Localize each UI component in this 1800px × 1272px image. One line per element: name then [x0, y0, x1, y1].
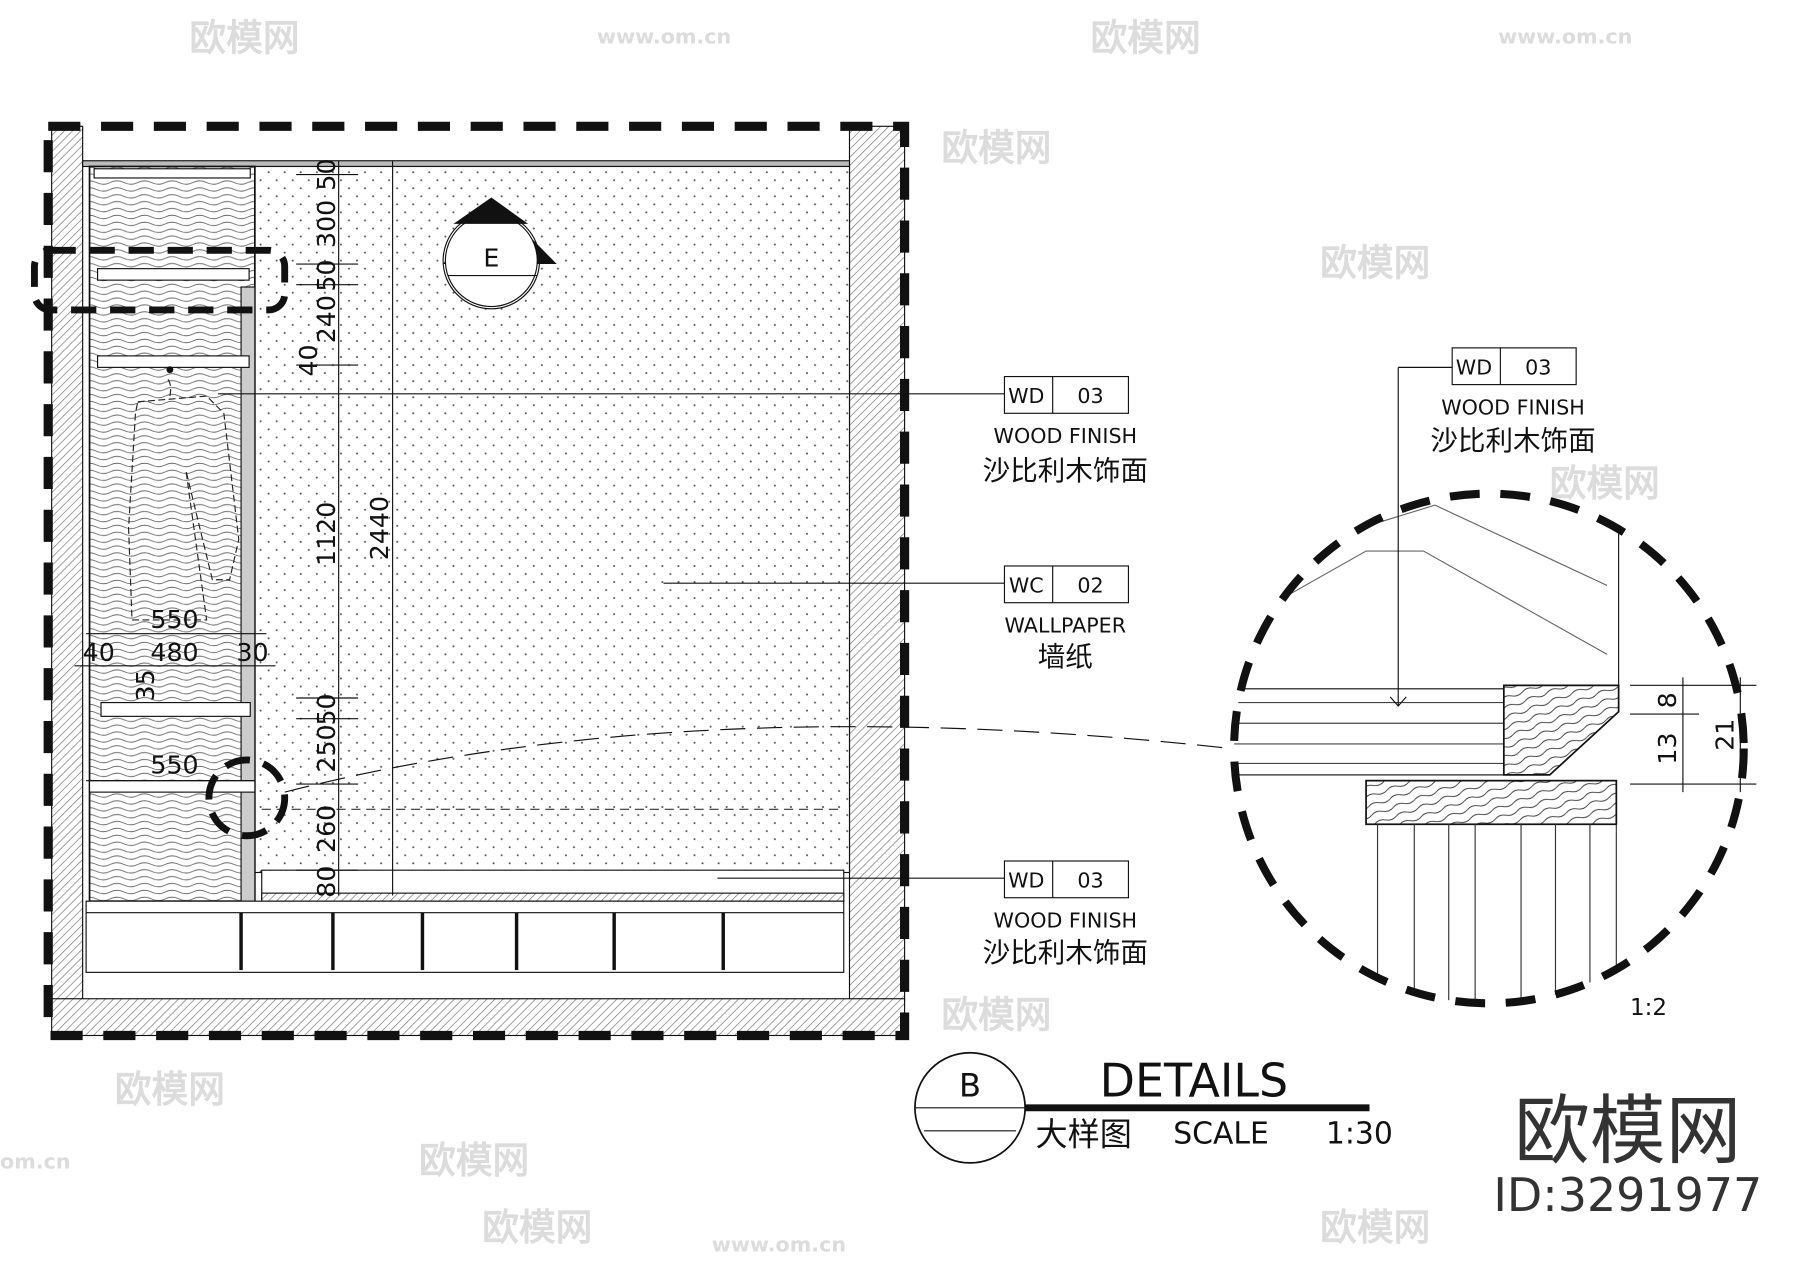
watermark-brand: 欧模网: [1320, 242, 1430, 285]
wallpaper-panel: [254, 165, 851, 874]
dimension-label: 550: [150, 605, 198, 634]
callout-label-en: WOOD FINISH: [1441, 395, 1585, 419]
scale-value: 1:30: [1326, 1116, 1393, 1151]
watermark-brand: 欧模网: [941, 127, 1051, 170]
callout-label-cn: 沙比利木饰面: [1430, 425, 1595, 457]
dimension-label: 250: [312, 724, 341, 772]
title-text: DETAILS: [1100, 1053, 1288, 1107]
wall-section: [51, 125, 906, 1037]
detail-dimension-label: 13: [1653, 732, 1682, 764]
dimension-label: 50: [312, 693, 341, 725]
detail-dimension-label: 8: [1653, 692, 1682, 708]
callout-wood-finish-1: WD 03 WOOD FINISH 沙比利木饰面: [983, 375, 1148, 487]
callout-code: WC: [1009, 573, 1044, 597]
watermark-brand: 欧模网: [419, 1139, 529, 1182]
callout-code: WD: [1008, 384, 1044, 408]
callout-number: 02: [1077, 573, 1103, 597]
wardrobe: [88, 165, 256, 903]
watermark-brand: 欧模网: [941, 993, 1051, 1036]
callout-label-en: WOOD FINISH: [994, 909, 1138, 933]
callout-wood-finish-2: WD 03 WOOD FINISH 沙比利木饰面: [983, 860, 1148, 969]
shelf: [100, 702, 251, 717]
dimension-label: 550: [150, 751, 198, 780]
hanging-coat-icon: [127, 378, 240, 621]
detail-callout: WD 03 WOOD FINISH 沙比利木饰面: [1430, 347, 1596, 457]
watermark-brand: 欧模网: [189, 17, 299, 60]
section-marker: E: [442, 197, 557, 310]
title-letter: B: [959, 1066, 981, 1104]
dimension-label: 50: [312, 158, 341, 190]
dimension-label: 480: [150, 638, 198, 667]
bench: [85, 869, 845, 973]
shelf-highlight-outline: [30, 246, 289, 314]
watermark-url: www.om.cn: [1498, 25, 1632, 49]
shelf: [88, 780, 256, 793]
callout-label-cn: 墙纸: [1038, 641, 1093, 673]
watermark-layer: 欧模网 www.om.cn 欧模网 www.om.cn 欧模网 欧模网 欧模网 …: [0, 17, 1660, 1257]
watermark-url: om.cn: [0, 1150, 71, 1174]
dimension-label: 30: [236, 638, 268, 667]
callout-code: WD: [1456, 355, 1492, 379]
watermark-brand: 欧模网: [1091, 17, 1201, 60]
detail-boundary: [43, 121, 910, 1041]
watermark-brand: 欧模网: [1550, 462, 1660, 505]
logo-brand: 欧模网: [1514, 1087, 1741, 1175]
callout-label-cn: 沙比利木饰面: [983, 937, 1148, 969]
dimension-labels: 50 300 50 240 40 1120 50 250 260 80 2440…: [83, 158, 394, 897]
dimension-lines: [74, 160, 1005, 896]
hanger-hook-icon: [166, 366, 174, 374]
watermark-brand: 欧模网: [115, 1068, 225, 1111]
dimension-label: 80: [312, 866, 341, 898]
detail-reference-circle: [205, 756, 289, 840]
detail-connector-line: [284, 726, 1231, 793]
callout-label-cn: 沙比利木饰面: [983, 455, 1148, 487]
overall-height-label: 2440: [365, 496, 394, 560]
callout-number: 03: [1525, 355, 1551, 379]
logo-id: ID:3291977: [1493, 1168, 1762, 1222]
section-marker-letter: E: [483, 243, 499, 272]
shelf: [97, 355, 250, 368]
watermark-url: www.om.cn: [712, 1232, 846, 1256]
callout-number: 03: [1077, 384, 1103, 408]
shelf: [93, 168, 251, 179]
detail-circle-outline: [1230, 489, 1748, 1008]
callout-code: WD: [1008, 868, 1044, 892]
scale-label: SCALE: [1173, 1116, 1269, 1151]
dimension-label: 260: [312, 805, 341, 853]
callout-wallpaper: WC 02 WALLPAPER 墙纸: [1003, 565, 1130, 673]
callout-label-en: WALLPAPER: [1005, 614, 1127, 638]
watermark-url: www.om.cn: [597, 25, 731, 49]
dimension-label: 50: [312, 259, 341, 291]
dimension-label: 300: [312, 200, 341, 248]
title-subtitle-cn: 大样图: [1035, 1116, 1131, 1154]
dimension-label: 240: [312, 295, 341, 343]
dimension-label: 40: [294, 344, 323, 376]
plinth-posts: [239, 912, 725, 971]
watermark-brand: 欧模网: [1320, 1206, 1430, 1249]
title-block: B DETAILS 大样图 SCALE 1:30: [914, 1051, 1393, 1164]
dimension-label: 35: [131, 669, 160, 701]
callout-number: 03: [1077, 868, 1103, 892]
detail-dimension-label: 21: [1710, 719, 1739, 751]
leader-arrow-icon: [1389, 696, 1407, 707]
dimension-label: 1120: [312, 502, 341, 566]
dimension-label: 40: [83, 638, 115, 667]
brand-logo: 欧模网 ID:3291977: [1493, 1087, 1762, 1222]
enlarged-detail: 8 13 21 1:2 WD 03 WOOD FINISH 沙比利木饰面: [1230, 347, 1757, 1021]
detail-scale: 1:2: [1630, 995, 1667, 1021]
callout-label-en: WOOD FINISH: [994, 424, 1138, 448]
watermark-brand: 欧模网: [482, 1206, 592, 1249]
shelf: [97, 268, 250, 281]
